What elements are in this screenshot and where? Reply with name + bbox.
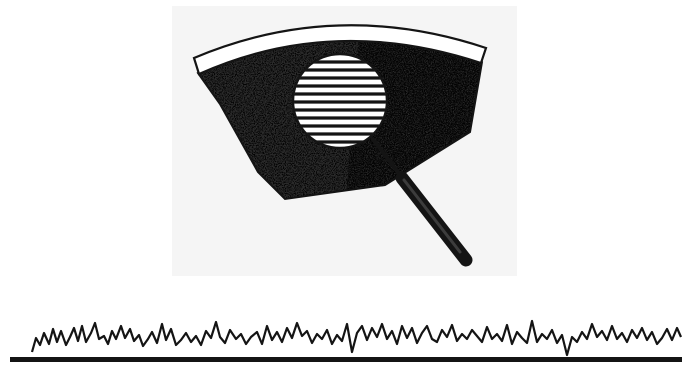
profile-trace: [32, 321, 681, 355]
surface-roughness-profile: [0, 295, 689, 367]
profile-base-line: [10, 357, 682, 362]
